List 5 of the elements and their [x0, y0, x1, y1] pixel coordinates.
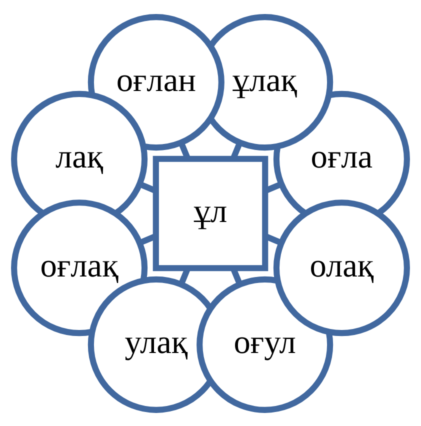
node-circle: олақ: [273, 199, 410, 336]
node-circle: оғул: [196, 276, 334, 412]
node-circle: оғлақ: [11, 199, 148, 336]
node-box: ұл: [152, 155, 268, 271]
node-circle: оғлан: [88, 14, 224, 150]
